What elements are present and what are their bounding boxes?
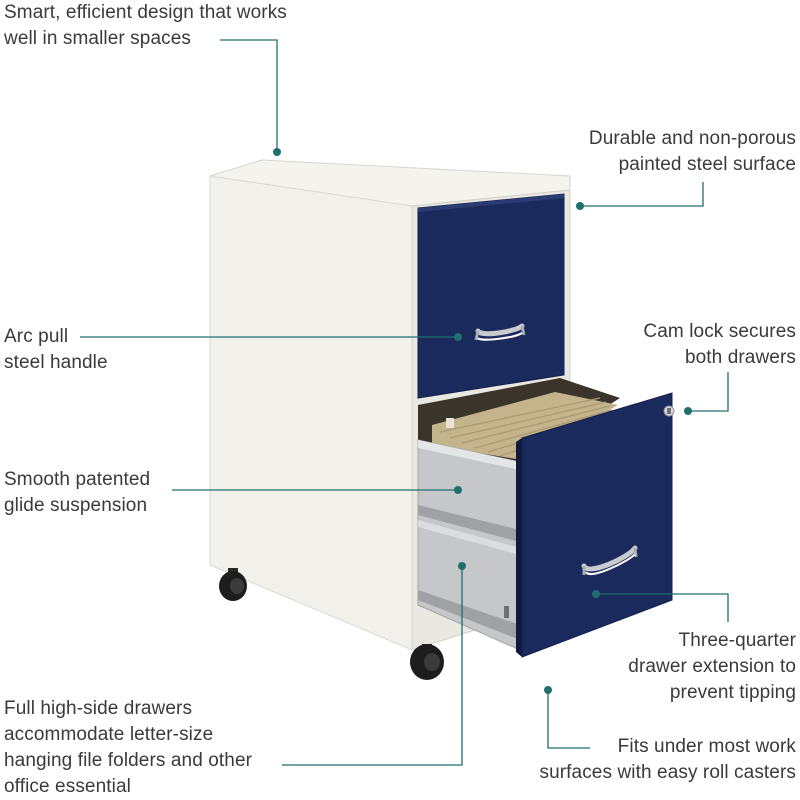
callout-durable-surface: Durable and non-porous painted steel sur… — [589, 126, 796, 178]
leader-cam-lock — [688, 372, 729, 412]
callout-line: Smooth patented — [4, 469, 151, 490]
cam-lock-icon — [663, 405, 675, 417]
callout-line: steel handle — [4, 352, 108, 373]
callout-dot — [458, 562, 466, 570]
callout-line: Full high-side drawers — [4, 698, 193, 719]
callout-cam-lock: Cam lock secures both drawers — [643, 319, 796, 371]
callout-line: Arc pull — [4, 326, 69, 347]
caster-wheel-icon — [219, 568, 247, 601]
arc-pull-handle-icon — [474, 323, 526, 341]
bottom-drawer-front — [521, 392, 673, 658]
callout-line: accommodate letter-size — [4, 724, 214, 745]
callout-dot — [273, 148, 281, 156]
callout-fits-under: Fits under most work surfaces with easy … — [539, 734, 796, 786]
callout-dot — [454, 486, 462, 494]
callout-dot — [454, 333, 462, 341]
callout-leaders — [80, 39, 729, 766]
callout-line: hanging file folders and other — [4, 750, 253, 771]
callout-smart-design: Smart, efficient design that works well … — [4, 0, 287, 52]
callout-line: Durable and non-porous — [588, 128, 796, 149]
callout-line: office essential — [4, 776, 131, 797]
callout-line: Three-quarter — [678, 630, 796, 651]
callout-dot — [684, 407, 692, 415]
callout-line: Cam lock secures — [643, 321, 796, 342]
file-cabinet — [209, 159, 675, 680]
callout-dot — [544, 686, 552, 694]
callout-line: drawer extension to — [628, 656, 796, 677]
callout-line: well in smaller spaces — [4, 28, 191, 49]
arc-pull-handle-icon — [581, 545, 638, 575]
leader-fits-under — [547, 690, 590, 749]
callout-dot — [576, 202, 584, 210]
callout-line: prevent tipping — [669, 682, 796, 703]
leader-extension — [596, 593, 729, 622]
callout-extension: Three-quarter drawer extension to preven… — [628, 628, 796, 706]
callout-glide: Smooth patented glide suspension — [4, 467, 150, 519]
callout-line: both drawers — [684, 347, 796, 368]
top-drawer-edge — [418, 194, 564, 212]
glide-suspension-rails — [418, 505, 520, 640]
callout-line: painted steel surface — [618, 154, 796, 175]
callout-line: Smart, efficient design that works — [4, 2, 287, 23]
open-drawer — [417, 378, 675, 658]
callout-line: surfaces with easy roll casters — [539, 762, 796, 783]
top-drawer-front — [417, 193, 565, 399]
callout-arc-pull: Arc pull steel handle — [4, 324, 108, 376]
callout-line: glide suspension — [4, 495, 148, 516]
leader-high-side — [282, 566, 463, 766]
callout-dots — [273, 148, 692, 694]
callout-line: Fits under most work — [617, 736, 796, 757]
callout-dot — [592, 590, 600, 598]
leader-durable-surface — [580, 182, 704, 207]
callout-high-side: Full high-side drawers accommodate lette… — [4, 696, 252, 800]
leader-smart-design — [220, 39, 278, 152]
caster-wheel-icon — [410, 644, 444, 680]
